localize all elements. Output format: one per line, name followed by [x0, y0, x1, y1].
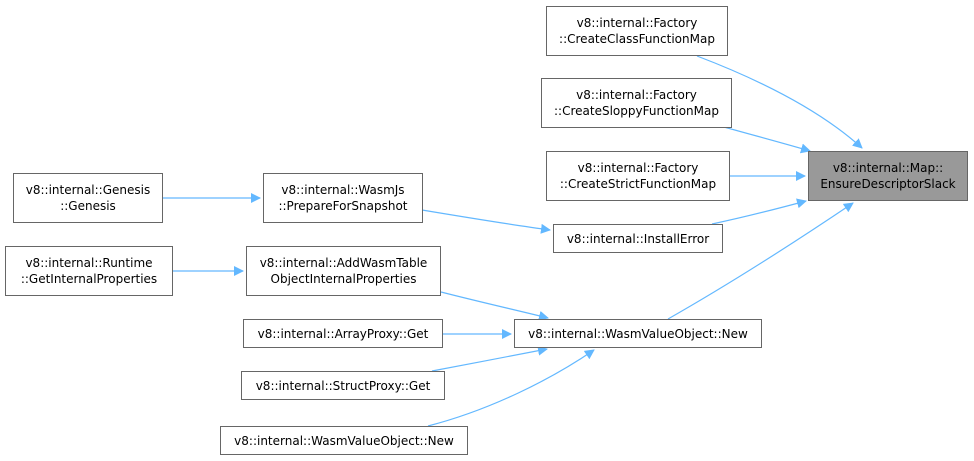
node-line-1: v8::internal::Factory [576, 88, 697, 102]
node-genesis-genesis[interactable]: v8::internal::Genesis ::Genesis [13, 173, 163, 223]
edge-install-error-to-root [711, 198, 807, 225]
node-line-1: v8::internal::WasmValueObject::New [528, 326, 748, 341]
node-wasm-value-object-new[interactable]: v8::internal::WasmValueObject::New [514, 319, 762, 348]
root-line-1: v8::internal::Map:: [832, 161, 944, 175]
node-factory-create-sloppy-function-map[interactable]: v8::internal::Factory ::CreateSloppyFunc… [541, 78, 732, 128]
node-line-1: v8::internal::InstallError [566, 231, 710, 246]
edge-add-table-to-wasm-value-new [440, 291, 549, 321]
edge-wasm-js-to-install-error [421, 209, 551, 234]
node-line-1: v8::internal::AddWasmTable [259, 256, 428, 270]
node-line-2: ::GetInternalProperties [20, 272, 158, 286]
node-add-wasm-table-object-internal-properties[interactable]: v8::internal::AddWasmTable ObjectInterna… [246, 246, 441, 296]
edge-wasm-value-new-caller-to-wasm-value-new [427, 349, 595, 427]
node-line-1: v8::internal::Runtime [25, 256, 153, 270]
node-array-proxy-get[interactable]: v8::internal::ArrayProxy::Get [243, 319, 443, 348]
node-factory-create-strict-function-map[interactable]: v8::internal::Factory ::CreateStrictFunc… [546, 151, 730, 201]
node-line-2: ::CreateStrictFunctionMap [559, 177, 717, 191]
node-runtime-get-internal-properties[interactable]: v8::internal::Runtime ::GetInternalPrope… [5, 246, 173, 296]
node-line-2: ObjectInternalProperties [270, 272, 417, 286]
node-map-ensure-descriptor-slack: v8::internal::Map:: EnsureDescriptorSlac… [808, 151, 968, 201]
node-line-1: v8::internal::Factory [576, 16, 698, 30]
node-line-2: ::Genesis [60, 199, 116, 213]
node-line-2: ::CreateClassFunctionMap [559, 32, 715, 46]
node-line-1: v8::internal::WasmJs [281, 183, 405, 197]
node-line-1: v8::internal::ArrayProxy::Get [257, 326, 429, 341]
node-wasm-value-object-new-caller[interactable]: v8::internal::WasmValueObject::New [220, 426, 468, 455]
node-line-2: ::CreateSloppyFunctionMap [554, 104, 719, 118]
node-line-1: v8::internal::Genesis [25, 183, 151, 197]
edge-struct-proxy-to-wasm-value-new [431, 345, 548, 372]
node-line-1: v8::internal::WasmValueObject::New [234, 433, 454, 448]
edge-wasm-value-new-to-root [667, 202, 854, 320]
node-struct-proxy-get[interactable]: v8::internal::StructProxy::Get [241, 371, 445, 400]
node-install-error[interactable]: v8::internal::InstallError [553, 224, 723, 253]
node-wasm-js-prepare-for-snapshot[interactable]: v8::internal::WasmJs ::PrepareForSnapsho… [263, 173, 423, 223]
node-line-2: ::PrepareForSnapshot [278, 199, 408, 213]
node-line-1: v8::internal::Factory [577, 161, 699, 175]
node-line-1: v8::internal::StructProxy::Get [255, 378, 431, 393]
edge-create-class-to-root [696, 55, 863, 149]
node-factory-create-class-function-map[interactable]: v8::internal::Factory ::CreateClassFunct… [546, 6, 728, 56]
edge-create-sloppy-to-root [723, 126, 811, 154]
root-line-2: EnsureDescriptorSlack [820, 177, 956, 191]
